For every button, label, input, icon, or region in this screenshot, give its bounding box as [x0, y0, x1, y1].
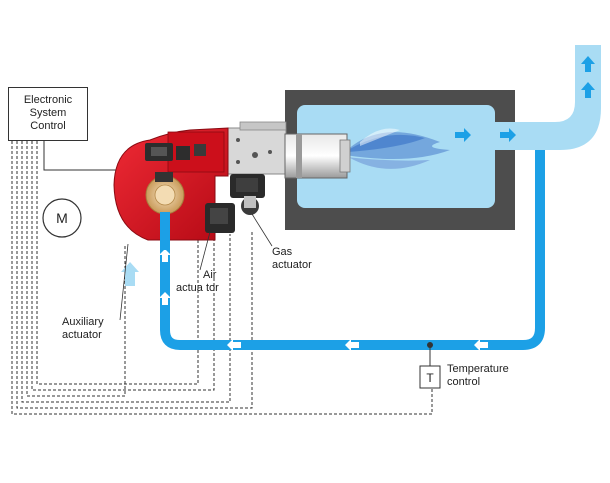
burner-bolts	[236, 138, 272, 164]
blast-tube-tip	[339, 139, 351, 173]
auxiliary-actuator-link	[155, 172, 173, 182]
burner-top-controls	[145, 143, 206, 161]
flame-icon	[345, 128, 450, 169]
control-label-line1: Electronic	[23, 94, 73, 106]
burner-plate	[239, 121, 287, 131]
temp-control-box	[419, 365, 441, 389]
signal-wiring	[11, 141, 433, 415]
temp-label-line2: control	[447, 376, 481, 388]
gas-actuator-label: Gas actuator	[272, 246, 312, 272]
auxiliary-label-line1: Auxiliary	[62, 316, 104, 328]
temperature-control-label: Temperature control	[447, 363, 509, 389]
gas-label-line1: Gas	[272, 246, 293, 258]
control-label-line3: Control	[30, 120, 66, 132]
blast-tube-ring	[296, 134, 302, 178]
temp-control-symbol: T	[426, 371, 434, 385]
air-label-line2: actua tor	[176, 282, 219, 294]
temp-sensor-point	[427, 342, 433, 348]
flue-duct	[488, 45, 601, 150]
flow-arrows-return	[159, 249, 488, 351]
burner-flange	[227, 127, 287, 175]
temp-label-line1: Temperature	[447, 363, 509, 375]
auxiliary-actuator-label: Auxiliary actuator	[62, 316, 104, 342]
control-label-line2: System	[29, 107, 67, 119]
motor-icon	[42, 198, 82, 238]
air-label-line1: Air	[203, 269, 217, 281]
air-actuator-label: Air actua tor	[176, 269, 219, 295]
air-actuator-face	[210, 208, 228, 224]
motor-label: M	[56, 210, 68, 226]
gas-label-line2: actuator	[272, 259, 312, 271]
blast-tube	[284, 133, 348, 179]
electronic-system-control: Electronic System Control	[8, 87, 88, 141]
gas-actuator	[230, 174, 265, 215]
auxiliary-label-line2: actuator	[62, 329, 102, 341]
control-link-line	[43, 141, 120, 171]
air-intake-core	[154, 184, 176, 206]
flow-arrows-flue	[455, 56, 595, 142]
leader-lines	[119, 213, 273, 321]
